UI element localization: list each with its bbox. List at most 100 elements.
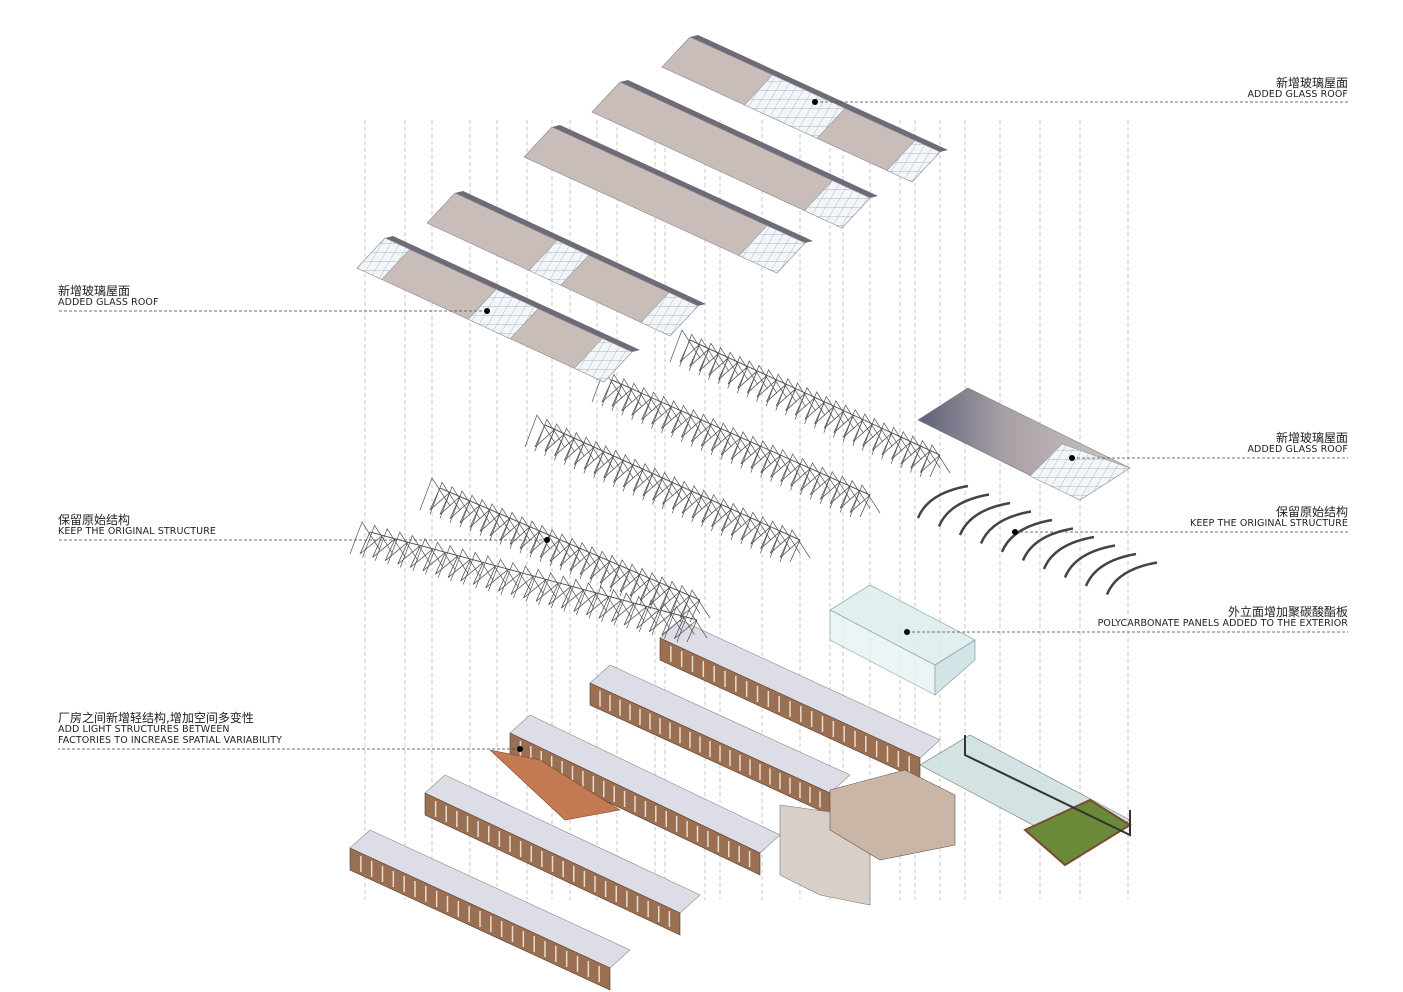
- truss-frame: [800, 462, 831, 496]
- truss-frame: [769, 524, 801, 558]
- truss-frame: [579, 546, 611, 580]
- truss-frame: [717, 351, 749, 385]
- leader-dot: [484, 308, 490, 314]
- label-cn: 保留原始结构: [1275, 505, 1348, 519]
- label-glass-roof-right: 新增玻璃屋面 ADDED GLASS ROOF: [1247, 431, 1348, 456]
- truss-frame: [601, 373, 633, 407]
- truss-frame: [813, 395, 845, 429]
- truss-frame: [609, 559, 641, 592]
- truss-frame: [642, 467, 673, 501]
- truss-frame: [641, 391, 672, 425]
- truss-frame: [676, 609, 708, 643]
- glass-roof-panel: [356, 237, 411, 280]
- truss-frame: [632, 462, 664, 496]
- leader-dot: [1012, 529, 1018, 535]
- truss-frame: [671, 480, 703, 514]
- truss-frame: [439, 485, 471, 519]
- label-cn: 新增玻璃屋面: [1275, 431, 1348, 445]
- truss-frame: [779, 529, 811, 563]
- truss-frame: [437, 544, 469, 578]
- leader-lines: [58, 99, 1348, 752]
- truss-frame: [698, 342, 730, 376]
- truss-frame: [756, 369, 787, 402]
- leader-dot: [1069, 455, 1075, 461]
- truss-frame: [871, 422, 903, 456]
- truss-frame: [509, 515, 541, 549]
- truss-web: [429, 487, 701, 623]
- truss-frame: [775, 377, 807, 411]
- truss-frame: [626, 595, 657, 629]
- truss-frame: [469, 498, 501, 532]
- polycarbonate-box-end: [934, 639, 976, 696]
- truss-frame: [387, 531, 419, 565]
- truss-frame: [833, 404, 864, 438]
- truss-frame: [881, 426, 912, 460]
- truss-frame: [819, 470, 851, 504]
- truss-frame: [499, 511, 531, 545]
- truss-frame: [475, 555, 507, 588]
- truss-frame: [708, 346, 739, 380]
- truss-frame: [760, 520, 791, 554]
- truss-frame: [829, 475, 861, 509]
- label-cn: 厂房之间新增轻结构,增加空间多变性: [58, 711, 254, 725]
- truss-frame: [622, 458, 654, 492]
- brick-building: [829, 769, 956, 861]
- truss-frame: [740, 435, 772, 469]
- truss-frame: [412, 538, 444, 572]
- truss-frame: [563, 431, 595, 465]
- truss-frame: [429, 481, 461, 515]
- leader-dot: [812, 99, 818, 105]
- truss-frame: [631, 386, 662, 420]
- truss-frame: [554, 427, 585, 461]
- arch-rib: [1063, 544, 1116, 578]
- truss-frame: [399, 534, 431, 568]
- truss-frame: [538, 571, 569, 605]
- truss-frame: [664, 605, 695, 639]
- truss-frame: [500, 561, 532, 595]
- ground-buildings: [349, 619, 1132, 991]
- truss-frame: [765, 373, 797, 407]
- arch-rib: [916, 484, 969, 519]
- truss-web: [679, 339, 941, 478]
- truss-frame: [720, 502, 752, 536]
- truss-frame: [651, 602, 683, 636]
- truss-frame: [671, 404, 702, 438]
- truss-frame: [690, 413, 722, 447]
- truss-frame: [349, 521, 381, 555]
- truss-frame: [603, 449, 634, 483]
- truss-frame: [680, 409, 712, 442]
- label-en: POLYCARBONATE PANELS ADDED TO THE EXTERI…: [1097, 618, 1348, 630]
- truss-frame: [804, 391, 835, 425]
- glass-roof-panel: [803, 180, 871, 229]
- truss-frame: [691, 489, 723, 523]
- truss-frame: [750, 515, 781, 549]
- truss-frame: [730, 507, 762, 541]
- truss-frame: [544, 423, 575, 456]
- label-cn: 新增玻璃屋面: [58, 284, 131, 298]
- truss-frame: [730, 431, 762, 465]
- truss-frame: [619, 563, 651, 597]
- leader-dot: [517, 746, 523, 752]
- truss-frame: [669, 329, 701, 363]
- truss-frame: [593, 445, 624, 479]
- truss-frame: [569, 541, 601, 575]
- glass-roof-panel: [743, 74, 846, 139]
- truss-frame: [563, 578, 595, 612]
- truss-frame: [659, 580, 691, 614]
- truss-frame: [823, 399, 855, 433]
- truss-frame: [539, 528, 571, 562]
- truss-frame: [449, 490, 481, 524]
- truss-frame: [661, 400, 692, 434]
- label-structure-right: 保留原始结构 KEEP THE ORIGINAL STRUCTURE: [1190, 505, 1348, 530]
- truss-frame: [750, 439, 782, 473]
- roof-back-slope: [620, 80, 878, 198]
- glass-roof-panel: [528, 240, 590, 286]
- truss-frame: [459, 494, 491, 528]
- truss-frame: [621, 382, 653, 416]
- truss-frame: [746, 364, 778, 398]
- truss-frame: [588, 585, 620, 619]
- glass-roof-panel: [640, 292, 699, 337]
- truss-frame: [727, 355, 758, 389]
- truss-frame: [809, 466, 841, 500]
- truss-frame: [710, 422, 742, 456]
